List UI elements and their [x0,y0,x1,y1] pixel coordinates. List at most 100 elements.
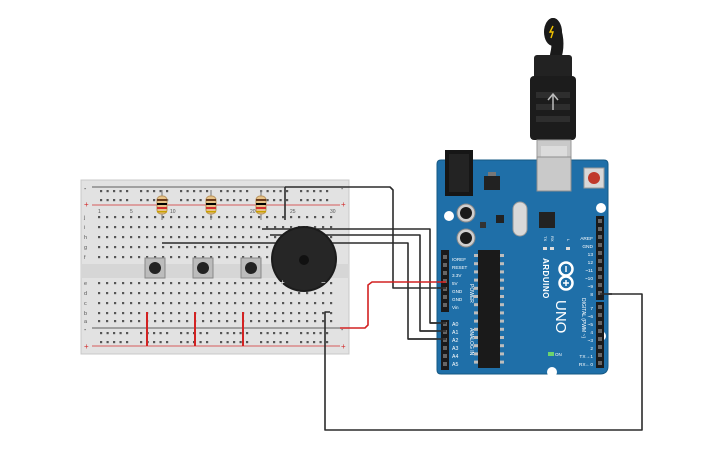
pin-socket [443,330,447,334]
breadboard-hole [250,236,253,239]
pin-socket [598,275,602,279]
breadboard-hole [194,226,197,229]
rail-hole [186,332,189,335]
usb-icon [547,92,559,110]
breadboard-hole [202,320,205,323]
resistor[interactable] [205,190,217,220]
arduino-uno-board[interactable]: ARDUINO UNO ON TX RX L IOREF RESET 3.3V … [436,150,609,377]
push-button[interactable] [240,257,262,279]
rail-hole [186,190,189,193]
breadboard-hole [274,302,277,305]
rail-hole [100,199,103,202]
pin-socket [598,251,602,255]
ic-pin [474,270,478,274]
pin-socket [598,361,602,365]
breadboard-hole [258,246,261,249]
breadboard-hole [186,226,189,229]
pin-socket [598,321,602,325]
mcu-pins [474,254,504,364]
breadboard-hole [130,302,133,305]
pin-socket [598,259,602,263]
breadboard-hole [170,302,173,305]
digital-header-high[interactable] [596,216,604,300]
row-letter-a: a [84,319,88,325]
rail-hole [126,190,129,193]
rail-hole [113,190,116,193]
rail-hole [220,341,223,344]
wire-buzzer-pin8[interactable] [324,293,643,431]
lightning-icon [548,25,554,39]
breadboard-hole [202,246,205,249]
breadboard-hole [306,320,309,323]
pin-label-a1: A1 [452,330,458,336]
pin-label-12: 12 [588,260,594,266]
reset-button-cap[interactable] [588,172,600,184]
breadboard-hole [330,320,333,323]
ic-pin [500,262,504,266]
breadboard-hole [162,292,165,295]
rail-minus-label-bottom-right: - [341,327,344,334]
breadboard-hole [146,292,149,295]
rail-hole [220,190,223,193]
breadboard-hole [178,292,181,295]
row-letter-b: b [84,311,87,317]
breadboard-hole [202,312,205,315]
pin-label-5v: 5V [452,281,459,286]
breadboard-hole [130,256,133,259]
breadboard-hole [330,302,333,305]
push-button[interactable] [192,257,214,279]
breadboard-hole [98,320,101,323]
breadboard-hole [194,256,197,259]
piezo-buzzer[interactable]: + − [271,226,337,292]
analog-header[interactable] [441,320,449,370]
breadboard-hole [122,312,125,315]
breadboard-hole [98,216,101,219]
breadboard-hole [170,256,173,259]
rail-hole [300,199,303,202]
breadboard-hole [106,292,109,295]
breadboard-hole [298,292,301,295]
breadboard-hole [250,312,253,315]
breadboard-hole [170,320,173,323]
breadboard-hole [274,236,277,239]
breadboard-hole [330,226,333,229]
breadboard-hole [226,320,229,323]
ic-pin [474,344,478,348]
pin-label-tx1: TX→1 [579,354,593,360]
breadboard-hole [202,282,205,285]
breadboard-hole [330,236,333,239]
rail-hole [180,190,183,193]
resistor[interactable] [156,190,168,220]
breadboard-hole [178,256,181,259]
breadboard-hole [162,320,165,323]
rail-hole [246,199,249,202]
rail-hole [273,332,276,335]
resistor[interactable] [255,190,267,220]
rail-hole [286,332,289,335]
breadboard-hole [258,256,261,259]
breadboard-hole [186,256,189,259]
breadboard-hole [266,282,269,285]
breadboard-hole [130,312,133,315]
ic-pin [474,319,478,323]
breadboard-hole [178,246,181,249]
rail-hole [166,341,169,344]
breadboard-hole [194,236,197,239]
breadboard-hole [314,320,317,323]
breadboard-hole [226,292,229,295]
breadboard-hole [114,282,117,285]
breadboard-hole [234,256,237,259]
wire-gnd-rail[interactable] [285,186,446,289]
rail-hole [153,199,156,202]
breadboard-hole [322,312,325,315]
rail-hole [159,332,162,335]
digital-header-low[interactable] [596,302,604,368]
push-button[interactable] [144,257,166,279]
rail-hole [140,190,143,193]
breadboard-hole [282,320,285,323]
breadboard-hole [290,302,293,305]
row-letter-f: f [84,255,86,261]
breadboard-hole [218,282,221,285]
wire-5v[interactable] [340,281,446,329]
breadboard-hole [282,312,285,315]
